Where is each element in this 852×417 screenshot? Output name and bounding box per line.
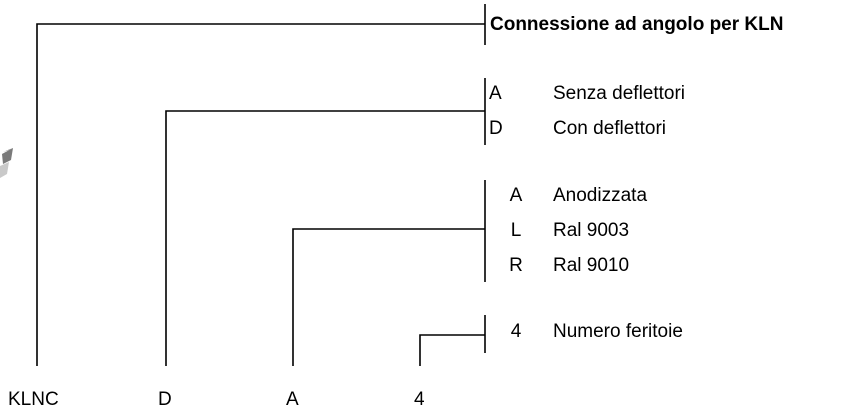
connector-4: [419, 334, 485, 366]
option-label: Anodizzata: [553, 185, 648, 206]
option-code: R: [509, 255, 523, 276]
code-part-series: KLNC: [8, 389, 59, 410]
option-code: D: [489, 118, 503, 139]
option-label: Con deflettori: [553, 118, 667, 139]
code-part-slots: 4: [414, 389, 425, 410]
option-code: 4: [510, 321, 522, 342]
code-part-deflectors: D: [158, 389, 172, 410]
code-part-finish: A: [286, 389, 299, 410]
connector-klnc: [36, 23, 485, 366]
diagram-title: Connessione ad angolo per KLN: [490, 14, 784, 35]
option-code: A: [509, 185, 523, 206]
option-label: Ral 9003: [553, 220, 630, 241]
option-label: Numero feritoie: [553, 321, 683, 342]
option-label: Senza deflettori: [553, 83, 686, 104]
connector-a: [292, 228, 485, 366]
option-code: L: [510, 220, 522, 241]
connector-d: [165, 110, 485, 366]
option-code: A: [489, 83, 502, 104]
logo-fragment-icon: [0, 148, 13, 178]
option-label: Ral 9010: [553, 255, 630, 276]
